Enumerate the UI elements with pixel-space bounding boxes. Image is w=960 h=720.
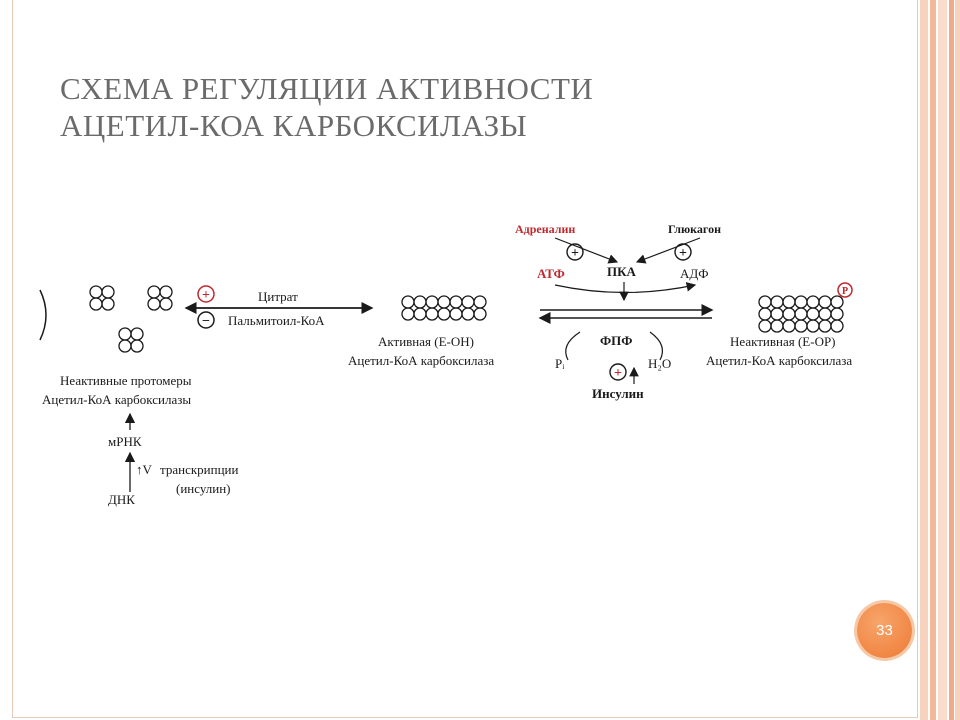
adrenaline-plus-icon bbox=[566, 243, 584, 261]
inactive-enzyme-line1: Неактивная (Е-ОР) bbox=[730, 334, 836, 349]
adrenaline-label: Адреналин bbox=[515, 222, 575, 236]
pka-label: ПКА bbox=[607, 264, 637, 279]
inactive-enzyme-chain bbox=[758, 295, 844, 333]
regulation-diagram: + − Цитрат Пальмитоил-КоА Неактивные про… bbox=[39, 222, 853, 507]
mrna-label: мРНК bbox=[108, 434, 142, 449]
citrate-plus-sign: + bbox=[202, 288, 210, 303]
adrenaline-plus-sign: + bbox=[571, 246, 579, 261]
title-line-1: СХЕМА РЕГУЛЯЦИИ АКТИВНОСТИ bbox=[60, 71, 594, 106]
atp-adp-curve bbox=[554, 282, 697, 294]
inactive-protomers-line2: Ацетил-КоА карбоксилазы bbox=[42, 392, 191, 407]
water-label: H₂O bbox=[648, 356, 671, 371]
fpf-label: ФПФ bbox=[600, 333, 632, 348]
phosphate-icon bbox=[837, 282, 853, 298]
insulin-inducer-label: (инсулин) bbox=[176, 481, 231, 496]
left-bracket bbox=[39, 289, 47, 341]
palmitoyl-minus-icon bbox=[197, 311, 215, 329]
pi-curve bbox=[565, 331, 581, 361]
water-curve bbox=[649, 331, 663, 361]
adp-label: АДФ bbox=[680, 266, 709, 281]
insulin-label: Инсулин bbox=[592, 386, 644, 401]
slide-title: СХЕМА РЕГУЛЯЦИИ АКТИВНОСТИ АЦЕТИЛ-КОА КА… bbox=[60, 70, 840, 144]
active-enzyme-chain bbox=[401, 295, 487, 321]
title-line-2: АЦЕТИЛ-КОА КАРБОКСИЛАЗЫ bbox=[60, 108, 528, 143]
active-enzyme-line1: Активная (Е-ОН) bbox=[378, 334, 474, 349]
pi-label: Pᵢ bbox=[555, 356, 565, 371]
glucagon-label: Глюкагон bbox=[668, 222, 721, 236]
protomer-clusters bbox=[89, 285, 173, 353]
palmitoyl-label: Пальмитоил-КоА bbox=[228, 313, 325, 328]
glucagon-plus-sign: + bbox=[679, 246, 687, 261]
phosphate-sign: P bbox=[842, 286, 848, 297]
insulin-plus-sign: + bbox=[614, 366, 622, 381]
inactive-enzyme-line2: Ацетил-КоА карбоксилаза bbox=[706, 353, 852, 368]
page-number-badge: 33 bbox=[857, 603, 912, 658]
atp-label: АТФ bbox=[537, 266, 565, 281]
palmitoyl-minus-sign: − bbox=[202, 314, 210, 329]
glucagon-to-pka-arrow bbox=[635, 237, 701, 264]
insulin-plus-icon bbox=[609, 363, 627, 381]
adrenaline-to-pka-arrow bbox=[554, 237, 619, 264]
inactive-protomers-line1: Неактивные протомеры bbox=[60, 373, 192, 388]
transcription-label: транскрипции bbox=[160, 462, 238, 477]
slide-frame bbox=[12, 0, 918, 718]
decorative-stripes bbox=[920, 0, 960, 720]
active-enzyme-line2: Ацетил-КоА карбоксилаза bbox=[348, 353, 494, 368]
dna-label: ДНК bbox=[108, 492, 135, 507]
citrate-plus-icon bbox=[197, 285, 215, 303]
transcription-up-sign: ↑V bbox=[136, 462, 153, 477]
citrate-label: Цитрат bbox=[258, 289, 298, 304]
